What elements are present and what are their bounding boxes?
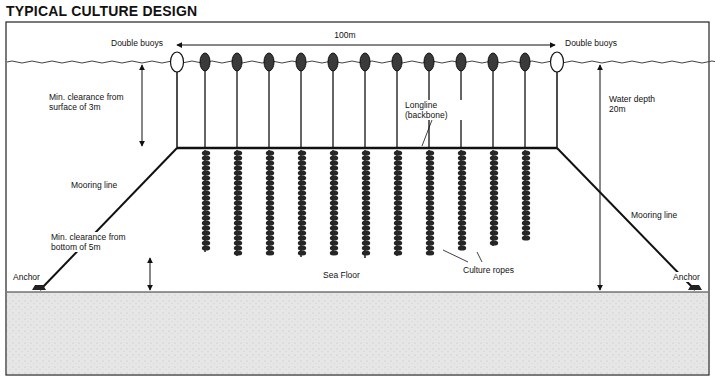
depth-label: Water depth 20m — [608, 94, 670, 114]
anchor-label: Anchor — [12, 272, 41, 282]
clearance-note: Min. clearance from surface of 3m — [48, 92, 138, 112]
buoy-label: Double buoys — [564, 38, 618, 48]
rope-label: Culture ropes — [462, 265, 515, 275]
mooring-label: Mooring line — [70, 180, 118, 190]
dimension-label: 100m — [333, 30, 356, 40]
buoy-label: Double buoys — [110, 38, 164, 48]
anchor-label: Anchor — [672, 272, 701, 282]
diagram-title: TYPICAL CULTURE DESIGN — [6, 3, 197, 19]
backbone-label: Longline (backbone) — [404, 100, 466, 120]
clearance-note: Min. clearance from bottom of 5m — [50, 232, 144, 252]
mooring-label: Mooring line — [630, 210, 678, 220]
seafloor-label: Sea Floor — [322, 270, 361, 280]
